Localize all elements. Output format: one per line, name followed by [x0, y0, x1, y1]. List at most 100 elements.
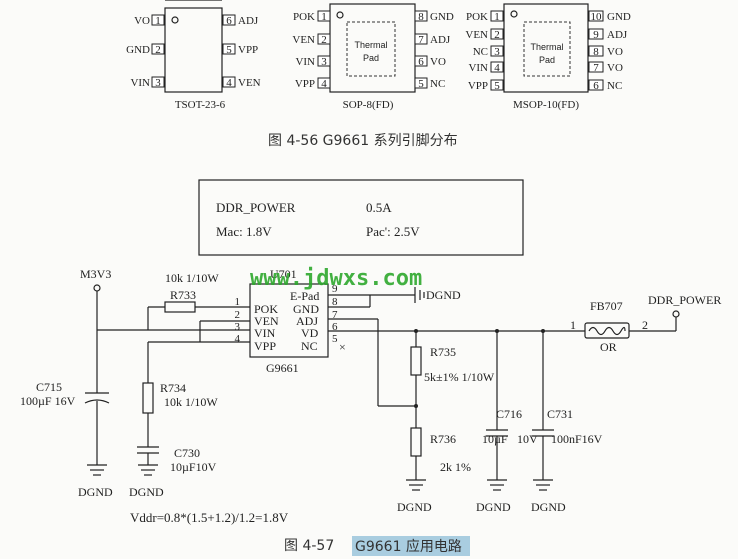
- c731-ref: C731: [547, 407, 573, 421]
- tsot-pin-2: 2: [155, 44, 161, 56]
- msop10-pin-8: 8: [593, 46, 599, 58]
- sop8-package-name: SOP-8(FD): [343, 99, 394, 111]
- c715-ref: C715: [36, 380, 62, 394]
- sop8-pin-6: 6: [418, 56, 424, 68]
- msop10-label-gnd: GND: [607, 11, 631, 23]
- r736-value: 2k 1%: [440, 460, 471, 474]
- ic-pin-9: 9: [332, 283, 338, 295]
- tsot-label-gnd: GND: [126, 44, 150, 56]
- ic-pin-4: 4: [235, 333, 241, 345]
- spec-current: 0.5A: [366, 200, 392, 215]
- r734-value: 10k 1/10W: [164, 395, 218, 409]
- msop10-label-nc: NC: [473, 46, 488, 58]
- sop8-pin-5: 5: [418, 78, 424, 90]
- c716-value-cap: 10µF: [482, 432, 508, 446]
- ic-label-gnd: GND: [293, 302, 319, 316]
- sop8-pin-8: 8: [418, 11, 424, 23]
- ic-pin-6: 6: [332, 321, 338, 333]
- sop8-pad-line2: Pad: [363, 53, 379, 63]
- ic-pin-1: 1: [235, 296, 241, 308]
- tsot-pin-1: 1: [155, 15, 161, 27]
- sop8-pin-1: 1: [321, 11, 327, 23]
- figure-4-56-caption: 图 4-56 G9661 系列引脚分布: [268, 133, 458, 149]
- c716-value-volt: 10V: [517, 432, 538, 446]
- ic-label-adj: ADJ: [296, 314, 318, 328]
- ic-pin-5: 5: [332, 333, 338, 345]
- fb707-ref: FB707: [590, 299, 623, 313]
- msop10-pin-3: 3: [494, 46, 500, 58]
- msop10-pin-6: 6: [593, 80, 599, 92]
- sop8-pin-7: 7: [418, 34, 424, 46]
- m3v3-terminal: [93, 284, 101, 292]
- ic-label-ven: VEN: [254, 314, 279, 328]
- msop10-pad-line1: Thermal: [530, 42, 563, 52]
- ic-gnd-label: DGND: [426, 288, 461, 302]
- msop10-label-vpp: VPP: [468, 80, 488, 92]
- m3v3-label: M3V3: [80, 267, 111, 281]
- fb707-ferrite-bead: [584, 322, 630, 339]
- msop10-label-vo-8: VO: [607, 46, 623, 58]
- dgnd-symbol-c731: [533, 479, 553, 491]
- tsot-label-vo: VO: [134, 15, 150, 27]
- r736-resistor: [410, 427, 422, 457]
- tsot-label-vin: VIN: [130, 77, 150, 89]
- fb707-pin1: 1: [570, 318, 576, 332]
- msop10-pin-10: 10: [591, 11, 603, 23]
- figure-4-57-number: 图 4-57: [284, 538, 334, 554]
- msop10-pin-5: 5: [494, 80, 500, 92]
- r735-resistor: [410, 346, 422, 376]
- ic-label-epad: E-Pad: [290, 289, 319, 303]
- msop10-pin-9: 9: [593, 29, 599, 41]
- dgnd-label-4: DGND: [476, 500, 511, 514]
- spec-ddr-power: DDR_POWER: [216, 200, 296, 215]
- ic-label-vin: VIN: [254, 326, 276, 340]
- tsot-package-name: TSOT-23-6: [175, 99, 226, 111]
- u701-name: G9661: [266, 361, 299, 375]
- spec-box: [198, 179, 524, 256]
- c730-value: 10µF10V: [170, 460, 217, 474]
- ddr-power-output: DDR_POWER: [648, 293, 721, 307]
- msop10-label-nc: NC: [607, 80, 622, 92]
- sop8-label-pok: POK: [293, 11, 315, 23]
- u701-ic: [249, 283, 329, 358]
- nc-mark: ×: [339, 340, 346, 354]
- r734-ref: R734: [160, 381, 186, 395]
- fb707-value: OR: [600, 340, 617, 354]
- msop10-pin-2: 2: [494, 29, 500, 41]
- vddr-formula: Vddr=0.8*(1.5+1.2)/1.2=1.8V: [130, 510, 289, 525]
- ic-pin-3: 3: [235, 321, 241, 333]
- r733-value: 10k 1/10W: [165, 271, 219, 285]
- msop10-label-adj: ADJ: [607, 29, 628, 41]
- ic-pin-2: 2: [235, 309, 241, 321]
- tsot-label-vpp: VPP: [238, 44, 258, 56]
- tsot-pin-6: 6: [226, 15, 232, 27]
- ic-pin-8: 8: [332, 296, 338, 308]
- sop8-label-ven: VEN: [292, 34, 315, 46]
- ic-label-vd: VD: [301, 326, 319, 340]
- msop10-label-pok: POK: [466, 11, 488, 23]
- sop8-label-vpp: VPP: [295, 78, 315, 90]
- msop10-label-vin: VIN: [468, 62, 488, 74]
- tsot-pin-4: 4: [226, 77, 232, 89]
- caption-highlight: [352, 536, 470, 556]
- r735-value: 5k±1% 1/10W: [424, 370, 495, 384]
- ic-label-nc: NC: [301, 339, 318, 353]
- c716-ref: C716: [496, 407, 522, 421]
- msop10-pin-7: 7: [593, 62, 599, 74]
- sop8-label-vin: VIN: [295, 56, 315, 68]
- dgnd-label-5: DGND: [531, 500, 566, 514]
- c731-value: 100nF16V: [551, 432, 603, 446]
- msop-10-package: Thermal Pad 1 2 3 4 5 POK VEN NC VIN VPP…: [465, 3, 631, 111]
- dgnd-symbol-c716: [487, 479, 507, 491]
- sop8-label-adj: ADJ: [430, 34, 451, 46]
- msop10-label-vo-7: VO: [607, 62, 623, 74]
- msop10-pin-1: 1: [494, 11, 500, 23]
- r733-resistor: [164, 301, 196, 313]
- u701-ref: U701: [270, 267, 297, 281]
- r735-ref: R735: [430, 345, 456, 359]
- dgnd-symbol-r736: [406, 479, 426, 491]
- sop8-label-nc: NC: [430, 78, 445, 90]
- tsot-label-ven: VEN: [238, 77, 261, 89]
